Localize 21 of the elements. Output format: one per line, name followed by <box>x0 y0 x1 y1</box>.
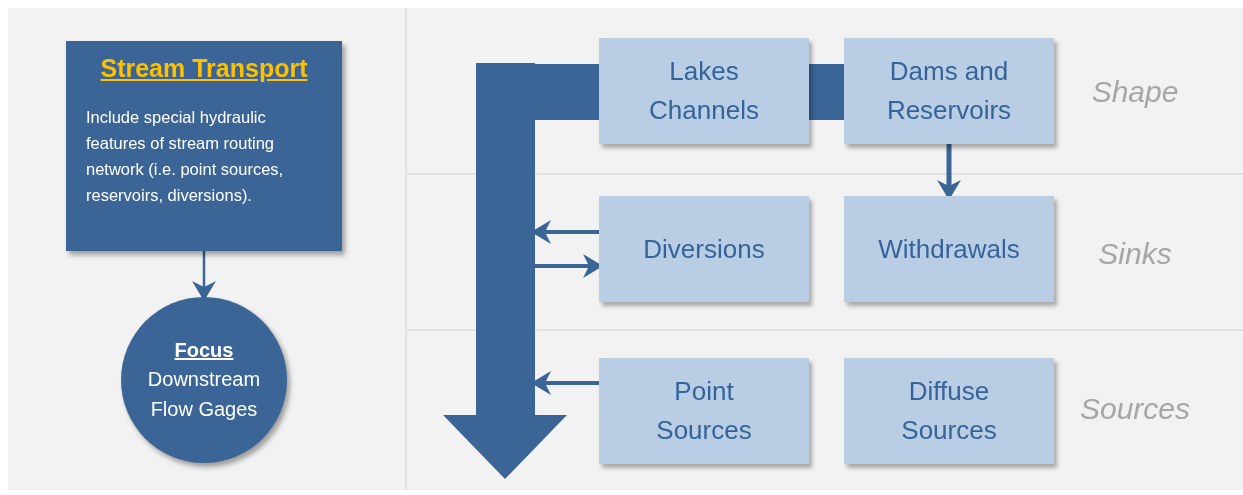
row-label: Shape <box>1091 74 1179 110</box>
down-arrow-shape <box>443 63 567 479</box>
category-box <box>599 196 809 302</box>
row-label: Sources <box>1079 391 1191 427</box>
process-box <box>66 41 342 251</box>
box-title: Stream Transport <box>100 53 308 84</box>
box-label: Dams and Reservoirs <box>885 55 1013 127</box>
category-box <box>844 38 1054 144</box>
category-box <box>844 358 1054 464</box>
box-description: Include special hydraulic features of stream routing network (i.e. point sources, reservoirs, diversions). <box>85 107 285 207</box>
category-box <box>844 196 1054 302</box>
circle-title: Focus <box>174 338 234 363</box>
box-label: Diffuse Sources <box>900 375 998 447</box>
category-box <box>599 38 809 144</box>
box-label: Withdrawals <box>878 232 1020 266</box>
box-label: Point Sources <box>655 375 753 447</box>
circle-text: Downstream Flow Gages <box>146 367 262 422</box>
category-box <box>599 358 809 464</box>
box-label: Lakes Channels <box>648 55 760 127</box>
box-label: Diversions <box>643 232 765 266</box>
row-label: Sinks <box>1098 236 1172 272</box>
